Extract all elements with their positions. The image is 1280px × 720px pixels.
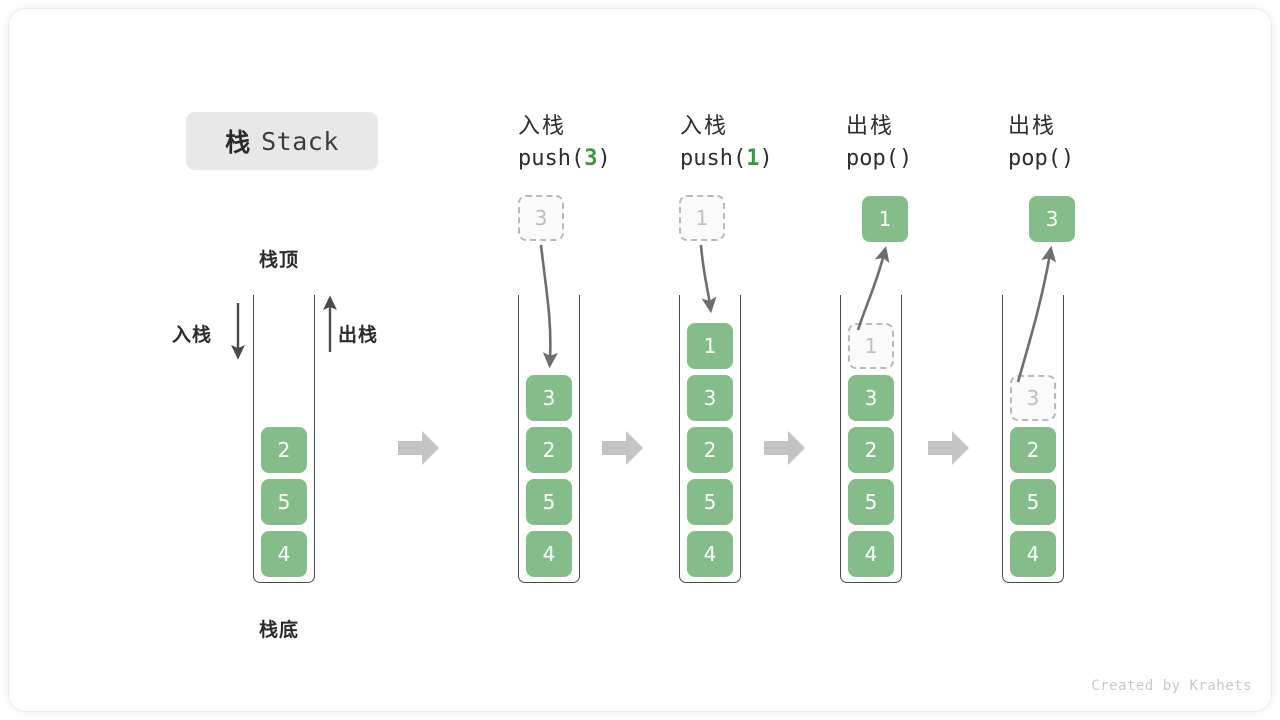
- stack-cell: 4: [687, 531, 733, 577]
- op-header-code: pop(): [1008, 146, 1075, 171]
- stack-walls: [253, 295, 315, 583]
- stack-cell: 5: [1010, 479, 1056, 525]
- title-chinese: 栈: [225, 128, 252, 157]
- op-arg: 1: [746, 146, 760, 171]
- stack-cell: 5: [848, 479, 894, 525]
- stack-walls: [1002, 295, 1064, 583]
- stack-initial: 4 5 2: [253, 295, 315, 583]
- stack-walls: [679, 295, 741, 583]
- diagram-title-chip: 栈 Stack: [186, 112, 378, 170]
- push-source-box-3: 3: [518, 195, 564, 241]
- stack-after-pop-3: 4 5 2 3: [1002, 295, 1064, 583]
- stack-after-push-3: 4 5 2 3: [518, 295, 580, 583]
- stack-cell: 2: [687, 427, 733, 473]
- stack-cell: 1: [687, 323, 733, 369]
- credit-text: Created by Krahets: [1091, 678, 1252, 694]
- stack-after-pop-1: 4 5 2 3 1: [840, 295, 902, 583]
- pop-direction-label: 出栈: [338, 324, 379, 346]
- op-header-cn: 入栈: [680, 114, 729, 139]
- flow-arrow-1: [398, 430, 440, 466]
- stack-bottom-label: 栈底: [259, 619, 300, 641]
- stack-walls: [840, 295, 902, 583]
- stack-cell: 1: [848, 323, 894, 369]
- stack-cell: 5: [526, 479, 572, 525]
- op-header-cn: 出栈: [846, 114, 895, 139]
- op-arg: 3: [584, 146, 598, 171]
- op-header-code: push(1): [680, 146, 773, 171]
- op-header-push-1: 入栈 push(1): [680, 108, 860, 171]
- flow-arrow-4: [928, 430, 970, 466]
- stack-cell: 3: [526, 375, 572, 421]
- title-english: Stack: [261, 126, 339, 156]
- stack-cell: 5: [687, 479, 733, 525]
- stack-cell: 2: [1010, 427, 1056, 473]
- stack-cell: 4: [848, 531, 894, 577]
- pop-result-box-1: 1: [862, 196, 908, 242]
- push-source-box-1: 1: [679, 195, 725, 241]
- stack-cell: 3: [1010, 375, 1056, 421]
- op-header-pop-3: 出栈 pop(): [1008, 108, 1188, 171]
- stack-cell: 4: [526, 531, 572, 577]
- stack-after-push-1: 4 5 2 3 1: [679, 295, 741, 583]
- op-header-pop-1: 出栈 pop(): [846, 108, 1026, 171]
- op-header-cn: 入栈: [518, 114, 567, 139]
- stack-cell: 4: [261, 531, 307, 577]
- stack-cell: 2: [261, 427, 307, 473]
- stack-cell: 3: [687, 375, 733, 421]
- op-header-push-3: 入栈 push(3): [518, 108, 698, 171]
- stack-walls: [518, 295, 580, 583]
- op-header-cn: 出栈: [1008, 114, 1057, 139]
- pop-result-box-3: 3: [1029, 196, 1075, 242]
- push-direction-label: 入栈: [172, 324, 213, 346]
- stack-cell: 4: [1010, 531, 1056, 577]
- op-header-code: pop(): [846, 146, 913, 171]
- stack-cell: 5: [261, 479, 307, 525]
- stack-cell: 2: [526, 427, 572, 473]
- stack-top-label: 栈顶: [259, 249, 300, 271]
- flow-arrow-3: [764, 430, 806, 466]
- stack-cell: 2: [848, 427, 894, 473]
- stack-cell: 3: [848, 375, 894, 421]
- op-header-code: push(3): [518, 146, 611, 171]
- flow-arrow-2: [602, 430, 644, 466]
